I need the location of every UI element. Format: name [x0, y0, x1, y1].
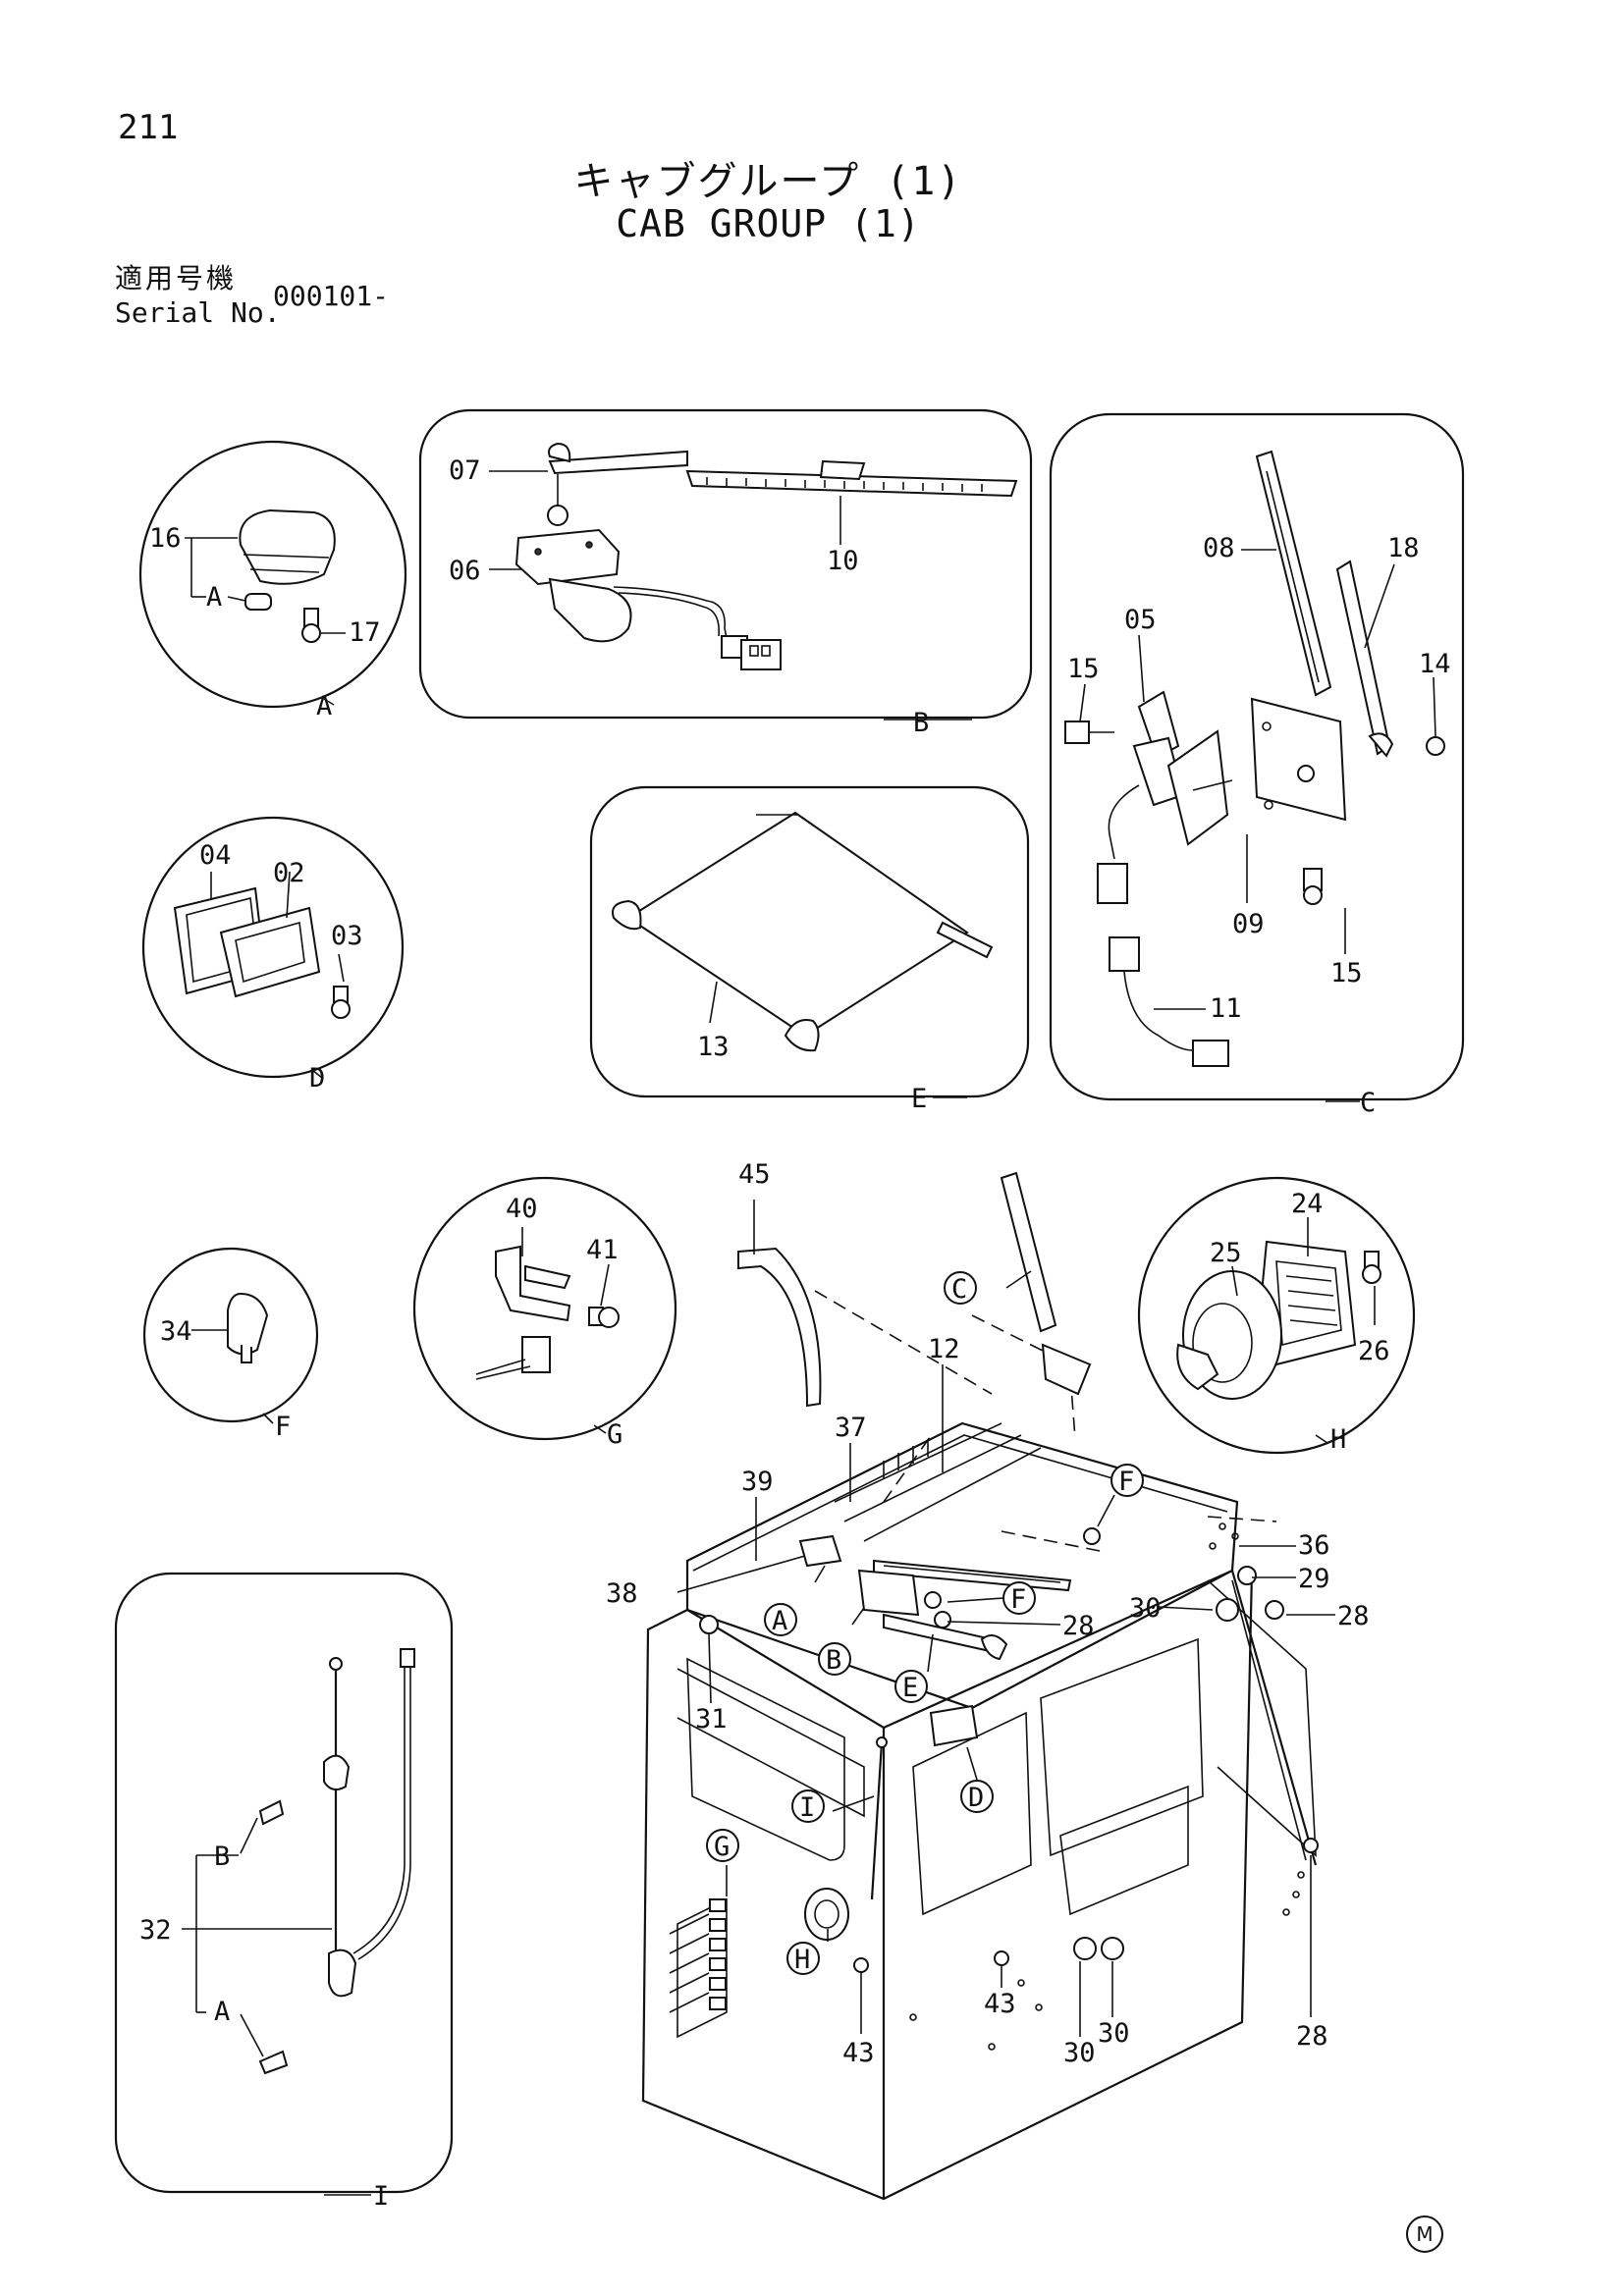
detail-h-part-label: 26 — [1358, 1336, 1390, 1366]
callout-b: B — [818, 1642, 851, 1676]
main-part-label: 43 — [842, 2038, 875, 2068]
serial-value: 000101- — [273, 280, 390, 312]
callout-a: A — [764, 1603, 797, 1636]
detail-d-part-label: 04 — [199, 840, 232, 871]
main-part-label: 29 — [1298, 1564, 1330, 1594]
serial-label-english: Serial No. — [115, 296, 281, 329]
main-part-label: 38 — [606, 1578, 638, 1609]
detail-view-a: 16 A 17 A — [138, 440, 407, 721]
detail-e-view-letter: E — [911, 1084, 927, 1114]
svg-text:I: I — [799, 1792, 815, 1823]
page-number: 211 — [118, 108, 179, 147]
detail-view-f: 34 F — [142, 1247, 319, 1442]
detail-b-part-label: 07 — [449, 455, 481, 486]
detail-view-c: 08 18 05 15 14 09 15 11 C — [1049, 412, 1465, 1118]
detail-c-part-label: 05 — [1124, 605, 1157, 635]
detail-f-view-letter: F — [275, 1412, 291, 1442]
main-part-label: 30 — [1129, 1593, 1162, 1624]
detail-view-e: 13 E — [589, 785, 1030, 1114]
detail-a-view-letter: A — [316, 691, 332, 721]
detail-b-part-label: 06 — [449, 556, 481, 586]
main-part-label: 31 — [695, 1704, 728, 1735]
detail-i-sub-label: B — [214, 1842, 230, 1872]
page-title-japanese: キャブグループ (1) — [573, 159, 963, 204]
main-part-label: 28 — [1337, 1601, 1370, 1631]
detail-c-part-label: 11 — [1210, 993, 1242, 1024]
detail-e-part-label: 13 — [697, 1032, 730, 1062]
detail-a-sub-label: A — [206, 582, 222, 613]
main-part-label: 30 — [1098, 2018, 1130, 2049]
main-part-label: 36 — [1298, 1530, 1330, 1561]
detail-f-part-label: 34 — [160, 1316, 192, 1347]
detail-view-d: 04 02 03 D — [141, 816, 405, 1094]
detail-g-view-letter: G — [607, 1419, 623, 1450]
detail-g-part-label: 40 — [506, 1194, 538, 1224]
main-part-label: 37 — [835, 1413, 867, 1443]
main-part-label: 12 — [928, 1334, 960, 1364]
detail-c-part-label: 15 — [1330, 958, 1363, 988]
page-mark: M — [1406, 2216, 1443, 2253]
main-part-label: 28 — [1296, 2021, 1328, 2052]
callout-e: E — [894, 1670, 928, 1703]
detail-h-part-label: 25 — [1210, 1238, 1242, 1268]
detail-d-part-label: 03 — [331, 921, 363, 951]
detail-d-view-letter: D — [309, 1063, 325, 1094]
detail-c-part-label: 15 — [1067, 654, 1100, 684]
serial-label-japanese: 適用号機 — [115, 262, 238, 294]
callout-f: F — [1002, 1581, 1036, 1615]
svg-text:G: G — [714, 1832, 730, 1862]
detail-g-part-label: 41 — [586, 1235, 619, 1265]
callout-i: I — [791, 1789, 825, 1823]
detail-view-b: 07 06 10 B — [418, 408, 1033, 738]
main-part-label: 30 — [1063, 2038, 1096, 2068]
svg-text:H: H — [794, 1945, 810, 1975]
detail-c-part-label: 18 — [1387, 533, 1420, 563]
svg-text:E: E — [902, 1673, 918, 1703]
main-part-label: 39 — [741, 1467, 774, 1497]
detail-c-view-letter: C — [1360, 1088, 1376, 1118]
main-part-label: 45 — [738, 1159, 771, 1190]
svg-text:F: F — [1010, 1584, 1026, 1615]
main-part-label: 28 — [1062, 1611, 1095, 1641]
svg-text:B: B — [826, 1645, 841, 1676]
detail-c-part-label: 14 — [1419, 649, 1451, 679]
detail-a-part-label: 16 — [149, 523, 182, 554]
callout-f: F — [1110, 1464, 1144, 1497]
detail-view-g: 40 41 G — [412, 1176, 677, 1450]
detail-view-h: 24 25 26 H — [1137, 1176, 1416, 1455]
detail-i-part-label: 32 — [139, 1915, 172, 1946]
main-part-label: 43 — [984, 1989, 1016, 2019]
detail-h-part-label: 24 — [1291, 1189, 1324, 1219]
detail-c-part-label: 08 — [1203, 533, 1235, 563]
detail-b-view-letter: B — [913, 708, 929, 738]
detail-view-i: B 32 A I — [114, 1572, 454, 2212]
page-title-english: CAB GROUP (1) — [616, 202, 921, 245]
callout-g: G — [706, 1829, 739, 1862]
callout-h: H — [786, 1942, 820, 1975]
detail-i-view-letter: I — [373, 2181, 389, 2212]
detail-i-sub-label: A — [214, 1997, 230, 2027]
callout-d: D — [960, 1780, 994, 1813]
detail-c-part-label: 09 — [1232, 909, 1265, 939]
svg-text:F: F — [1118, 1467, 1134, 1497]
svg-text:A: A — [772, 1606, 787, 1636]
svg-text:D: D — [968, 1783, 984, 1813]
detail-h-view-letter: H — [1330, 1424, 1346, 1455]
detail-d-part-label: 02 — [273, 858, 305, 888]
svg-text:C: C — [951, 1274, 967, 1305]
detail-a-part-label: 17 — [349, 617, 381, 648]
callout-c: C — [944, 1271, 977, 1305]
cab-assembly-view: 45 12 37 39 38 31 36 29 30 28 28 28 43 4… — [606, 1159, 1370, 2201]
detail-b-part-label: 10 — [827, 546, 859, 576]
